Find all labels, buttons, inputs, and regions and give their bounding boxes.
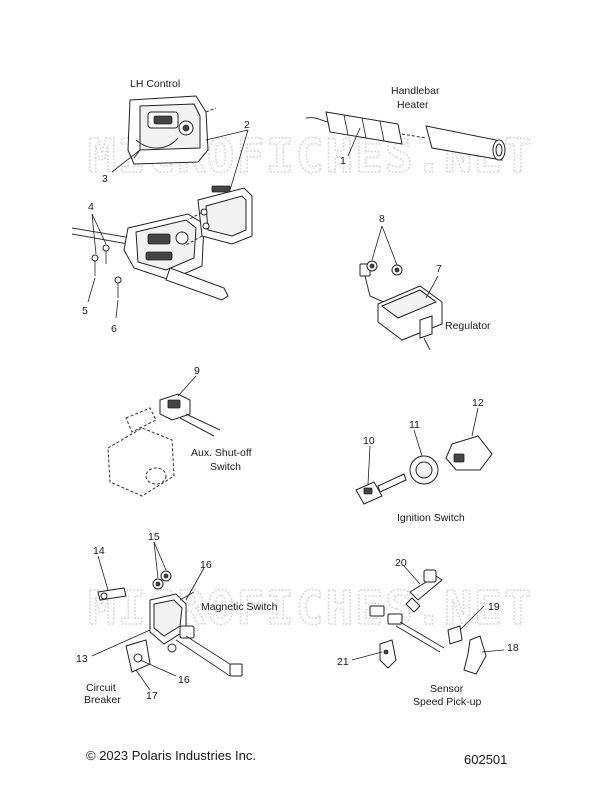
- callout-15: 15: [148, 531, 160, 543]
- callout-3: 3: [102, 173, 108, 185]
- caption-circuit: Circuit: [86, 682, 116, 694]
- callout-8: 8: [379, 213, 385, 225]
- callout-7: 7: [436, 263, 442, 275]
- callout-1: 1: [340, 155, 346, 167]
- callout-2: 2: [244, 119, 250, 131]
- magnetic-switch-circuit-breaker: [97, 570, 243, 677]
- caption-handlebar: Handlebar: [391, 85, 440, 97]
- callout-9: 9: [194, 365, 200, 377]
- callout-6: 6: [111, 323, 117, 335]
- leader-lines: [87, 127, 505, 691]
- caption-magnetic-switch: Magnetic Switch: [201, 601, 278, 613]
- caption-aux-shutoff-line1: Aux. Shut-off: [191, 447, 252, 459]
- callout-20: 20: [395, 557, 407, 569]
- callout-4: 4: [88, 201, 94, 213]
- ignition-switch: [355, 435, 493, 505]
- caption-ignition-switch: Ignition Switch: [397, 512, 465, 524]
- aux-shutoff-switch: [107, 393, 221, 497]
- sensor-speed-pickup: [369, 569, 487, 675]
- callout-11: 11: [409, 419, 420, 431]
- callout-16a: 16: [200, 559, 212, 571]
- callout-10: 10: [363, 435, 375, 447]
- caption-speed-pickup: Speed Pick-up: [413, 696, 481, 708]
- callout-13: 13: [76, 653, 88, 665]
- callout-17: 17: [146, 690, 158, 702]
- footer-copyright: © 2023 Polaris Industries Inc.: [86, 748, 256, 763]
- caption-heater: Heater: [397, 99, 429, 111]
- lh-control-inset: [127, 95, 217, 165]
- footer-drawing-number: 602501: [464, 752, 507, 767]
- lh-control-assembly: [71, 185, 253, 301]
- callout-5: 5: [82, 305, 88, 317]
- callout-19: 19: [488, 601, 500, 613]
- caption-sensor: Sensor: [430, 683, 464, 695]
- handlebar-heater: [305, 111, 506, 161]
- callout-12: 12: [472, 397, 484, 409]
- caption-breaker: Breaker: [84, 694, 121, 706]
- callout-16b: 16: [178, 674, 190, 686]
- callout-18: 18: [507, 642, 519, 654]
- callout-21: 21: [337, 656, 349, 668]
- callout-numbers: 1 2 3 4 5 6 7 8 9 10 11 12 13 14 15 16 1…: [76, 119, 519, 702]
- caption-regulator: Regulator: [445, 320, 491, 332]
- caption-aux-shutoff-line2: Switch: [210, 461, 241, 473]
- caption-lh-control: LH Control: [130, 78, 180, 90]
- callout-14: 14: [93, 545, 105, 557]
- regulator: [359, 260, 443, 351]
